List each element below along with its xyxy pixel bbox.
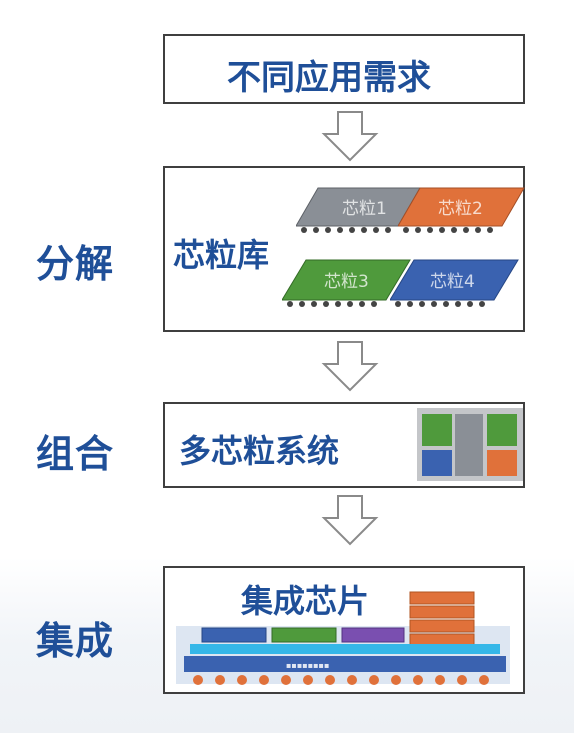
mini-system-layout-icon (417, 408, 523, 481)
demand-box: 不同应用需求 (163, 34, 525, 104)
chiplet-icon: 芯粒2 (398, 187, 525, 233)
package-cross-section-icon: ▪▪▪▪▪▪▪▪ (176, 591, 510, 685)
chiplet-icon: 芯粒1 (296, 187, 421, 233)
integrated-chip-label: 集成芯片 (241, 582, 370, 620)
combine-label: 组合 (36, 432, 115, 476)
integrate-label: 集成 (36, 619, 115, 663)
demand-label: 不同应用需求 (227, 58, 431, 98)
chiplet-icon: 芯粒4 (390, 259, 519, 307)
chiplet-icon: 芯粒3 (282, 259, 411, 307)
chiplet-1-label: 芯粒1 (342, 199, 387, 219)
svg-text:▪▪▪▪▪▪▪▪: ▪▪▪▪▪▪▪▪ (286, 661, 329, 670)
decompose-label: 分解 (36, 242, 115, 286)
chiplet-3-label: 芯粒3 (324, 272, 369, 292)
down-arrow-icon (321, 495, 379, 546)
chiplet-2-label: 芯粒2 (438, 199, 483, 219)
multi-chiplet-system-label: 多芯粒系统 (179, 432, 340, 470)
down-arrow-icon (321, 111, 379, 162)
down-arrow-icon (321, 341, 379, 392)
chiplet-4-label: 芯粒4 (430, 272, 475, 292)
chiplet-library-label: 芯粒库 (173, 236, 270, 274)
